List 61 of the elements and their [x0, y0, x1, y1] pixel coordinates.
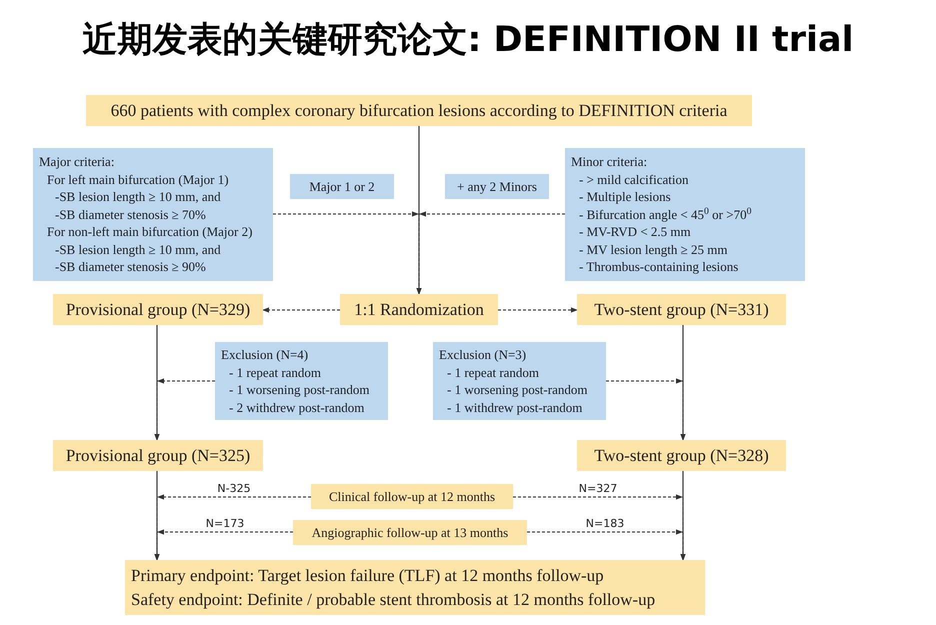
box-text: Provisional group (N=329)	[66, 298, 250, 321]
box-text: - 2 withdrew post-random	[229, 398, 364, 416]
box-text: Major criteria:	[39, 153, 114, 171]
flow-box	[53, 440, 263, 471]
flow-box	[577, 294, 786, 325]
edge-label: N-325	[215, 482, 253, 495]
criteria-box	[290, 174, 394, 199]
box-text: - 1 withdrew post-random	[447, 398, 582, 416]
box-text: For non-left main bifurcation (Major 2)	[47, 223, 252, 241]
edge-label: N=173	[204, 517, 246, 530]
slide-title: 近期发表的关键研究论文: DEFINITION II trial	[81, 19, 855, 62]
flow-box	[53, 294, 263, 325]
box-text: 660 patients with complex coronary bifurcation lesions according to DEFINITION criteria	[110, 100, 728, 122]
box-text: Angiographic follow-up at 13 months	[312, 524, 508, 542]
flow-box	[340, 294, 498, 325]
box-text: Provisional group (N=325)	[66, 444, 250, 467]
box-text: - 1 repeat random	[229, 364, 322, 381]
box-text: Two-stent group (N=328)	[594, 444, 769, 467]
box-text: Safety endpoint: Definite / probable stent thrombosis at 12 months follow-up	[131, 588, 656, 611]
box-text: - > mild calcification	[579, 170, 688, 188]
box-text: Exclusion (N=4)	[221, 346, 308, 364]
box-text: - Bifurcation angle < 45$^{0}$ or >70$^{0}$	[579, 206, 752, 224]
box-text: -SB lesion length ≥ 10 mm, and	[55, 188, 221, 206]
arrow	[527, 529, 686, 560]
flow-box	[311, 484, 513, 509]
box-text: For left main bifurcation (Major 1)	[47, 170, 229, 188]
criteria-box	[215, 342, 388, 420]
criteria-box	[433, 342, 606, 420]
arrow	[154, 378, 215, 440]
arrow	[498, 307, 578, 313]
box-text: -SB lesion length ≥ 10 mm, and	[55, 240, 221, 258]
flow-box	[577, 440, 786, 471]
arrow	[416, 211, 565, 294]
arrow	[154, 529, 293, 560]
flow-box	[86, 95, 752, 126]
criteria-box	[445, 174, 549, 199]
box-text: Major 1 or 2	[309, 178, 375, 196]
box-text: Primary endpoint: Target lesion failure (TLF) at 12 months follow-up	[131, 564, 604, 587]
box-text: - MV-RVD < 2.5 mm	[579, 223, 691, 241]
edge-label: N=183	[584, 517, 626, 530]
criteria-box	[33, 148, 273, 281]
box-text: - 1 worsening post-random	[229, 381, 370, 398]
box-text: - Multiple lesions	[579, 188, 671, 206]
edge-label: N=327	[576, 482, 620, 495]
arrow	[606, 378, 686, 440]
flow-box	[125, 560, 705, 615]
box-text: Clinical follow-up at 12 months	[328, 488, 496, 506]
box-text: Minor criteria:	[571, 153, 648, 171]
criteria-box	[565, 148, 805, 281]
box-text: Exclusion (N=3)	[439, 346, 526, 364]
flow-box	[293, 520, 527, 545]
box-text: -SB diameter stenosis ≥ 70%	[55, 206, 206, 224]
box-text: - MV lesion length ≥ 25 mm	[579, 240, 728, 258]
box-text: Two-stent group (N=331)	[594, 298, 769, 321]
box-text: 1:1 Randomization	[354, 298, 484, 320]
arrow	[262, 307, 340, 313]
box-text: + any 2 Minors	[457, 178, 537, 196]
box-text: -SB diameter stenosis ≥ 90%	[55, 258, 206, 276]
box-text: - 1 worsening post-random	[447, 381, 588, 398]
box-text: - Thrombus-containing lesions	[579, 258, 738, 276]
box-text: - 1 repeat random	[447, 364, 540, 381]
